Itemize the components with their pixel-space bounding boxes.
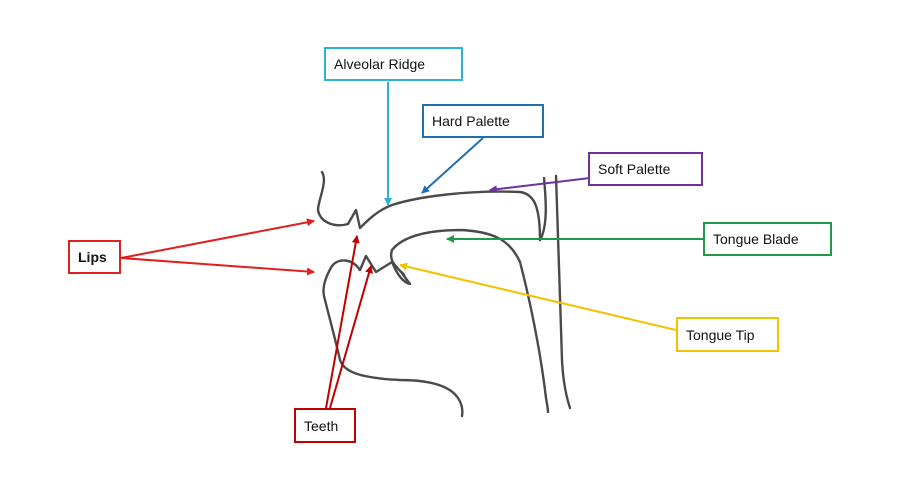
soft-palette-label-text: Soft Palette bbox=[598, 161, 671, 177]
lips-label: Lips bbox=[68, 240, 121, 274]
hard-palette-label-text: Hard Palette bbox=[432, 113, 510, 129]
upper-lip-and-palate-outline bbox=[316, 170, 542, 242]
hard-palette-arrow bbox=[421, 137, 484, 194]
alveolar-ridge-label: Alveolar Ridge bbox=[324, 47, 463, 81]
alveolar-ridge-label-text: Alveolar Ridge bbox=[334, 56, 426, 72]
tongue-blade-label-text: Tongue Blade bbox=[713, 231, 799, 247]
tongue-tip-label: Tongue Tip bbox=[676, 317, 779, 352]
tongue-tip-arrow bbox=[399, 262, 677, 331]
leader-arrows bbox=[120, 82, 703, 409]
teeth-upper-arrow bbox=[325, 235, 360, 409]
lips-upper-arrow bbox=[120, 218, 315, 259]
tongue-outline bbox=[389, 228, 550, 414]
lower-teeth-outline bbox=[358, 254, 394, 274]
lips-lower-arrow bbox=[120, 257, 315, 276]
soft-palette-label: Soft Palette bbox=[588, 152, 703, 186]
mouth-sketch bbox=[316, 170, 572, 418]
lower-lip-and-jaw-outline bbox=[322, 259, 464, 418]
teeth-label: Teeth bbox=[294, 408, 356, 443]
teeth-label-text: Teeth bbox=[304, 417, 339, 434]
hard-palette-label: Hard Palette bbox=[422, 104, 544, 138]
pharynx-wall-outline bbox=[554, 174, 572, 410]
tongue-blade-label: Tongue Blade bbox=[703, 222, 832, 256]
lips-label-text: Lips bbox=[78, 249, 107, 265]
tongue-tip-outline bbox=[390, 260, 412, 286]
tongue-tip-label-text: Tongue Tip bbox=[686, 326, 755, 343]
soft-palette-arrow bbox=[489, 177, 591, 194]
teeth-lower-arrow bbox=[329, 265, 373, 409]
